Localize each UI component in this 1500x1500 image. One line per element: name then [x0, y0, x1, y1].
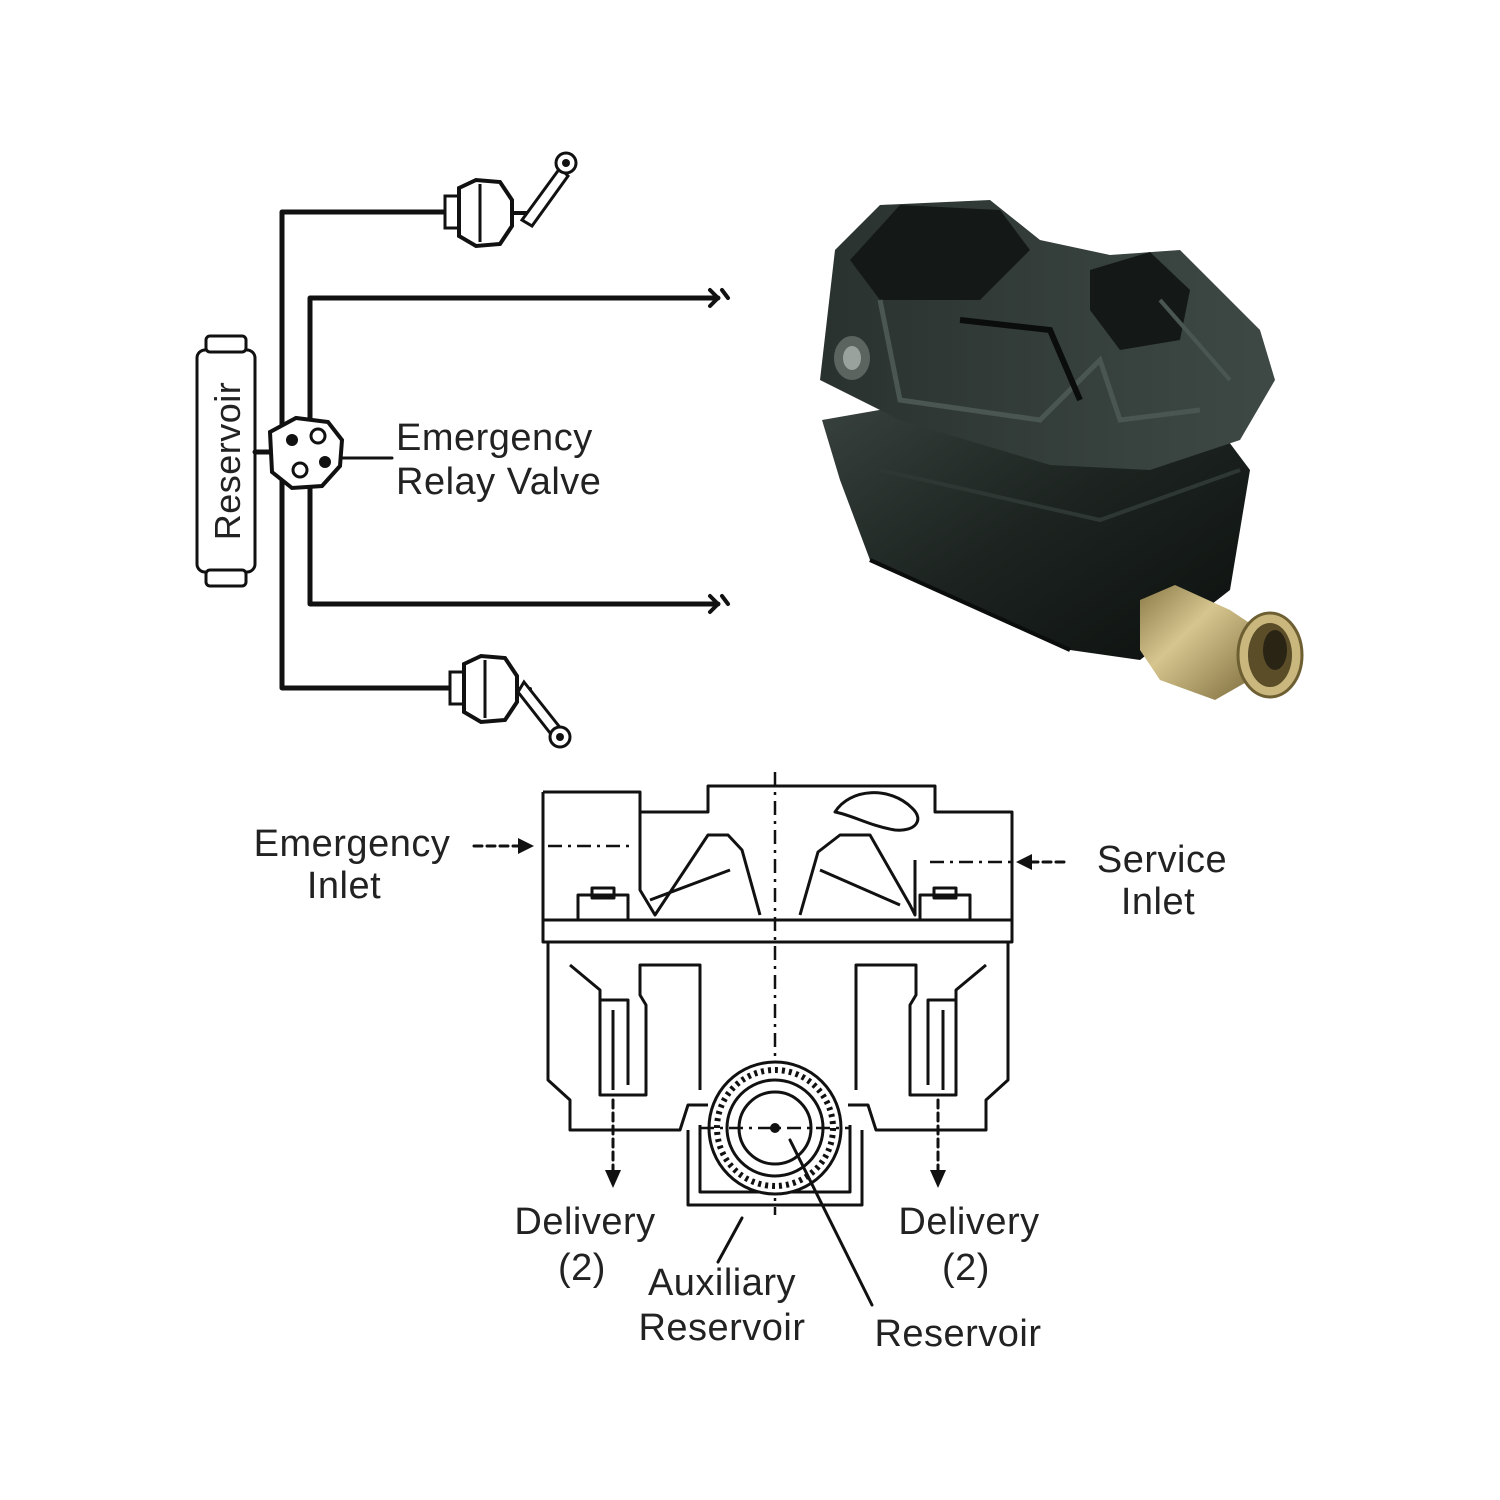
relay-valve-symbol — [267, 415, 345, 491]
reservoir-leader — [788, 1138, 874, 1307]
emergency-inlet-arrow — [472, 838, 534, 854]
delivery-left-arrow — [605, 1098, 621, 1188]
service-inlet-label-line2: Inlet — [1121, 881, 1195, 923]
service-inlet-label-line1: Service — [1097, 839, 1227, 881]
relay-valve-label-line1: Emergency — [396, 417, 593, 459]
emergency-inlet-label-line2: Inlet — [307, 865, 381, 907]
diaphragm-detail — [833, 791, 920, 832]
service-inlet-arrow — [1016, 854, 1066, 870]
line-end-bottom — [708, 594, 730, 614]
line-end-top — [708, 288, 730, 308]
body-flange — [541, 918, 1014, 944]
reservoir-port — [707, 1060, 843, 1196]
delivery-right-label-line1: Delivery — [898, 1201, 1039, 1243]
emergency-inlet-label-line1: Emergency — [254, 823, 451, 865]
relay-valve-photo — [820, 200, 1304, 700]
delivery-right-arrow — [930, 1098, 946, 1188]
reservoir-tank: Reservoir — [195, 334, 257, 588]
aux-reservoir-label-line2: Reservoir — [638, 1307, 805, 1349]
reservoir-tank-label: Reservoir — [207, 382, 248, 541]
reservoir-port-label: Reservoir — [874, 1313, 1041, 1355]
delivery-left-label-line1: Delivery — [514, 1201, 655, 1243]
delivery-left-label-line2: (2) — [558, 1247, 606, 1289]
aux-reservoir-leader — [716, 1216, 744, 1264]
aux-reservoir-label-line1: Auxiliary — [648, 1262, 796, 1304]
brass-fitting — [1140, 585, 1304, 700]
brake-chamber-top — [443, 151, 578, 249]
air-brake-schematic: Reservoir — [195, 151, 730, 749]
valve-cutaway-drawing: Emergency Inlet Service Inlet Delivery (… — [254, 772, 1227, 1355]
delivery-right-label-line2: (2) — [942, 1247, 990, 1289]
brake-chamber-bottom — [448, 653, 572, 749]
relay-valve-label-line2: Relay Valve — [396, 461, 601, 503]
